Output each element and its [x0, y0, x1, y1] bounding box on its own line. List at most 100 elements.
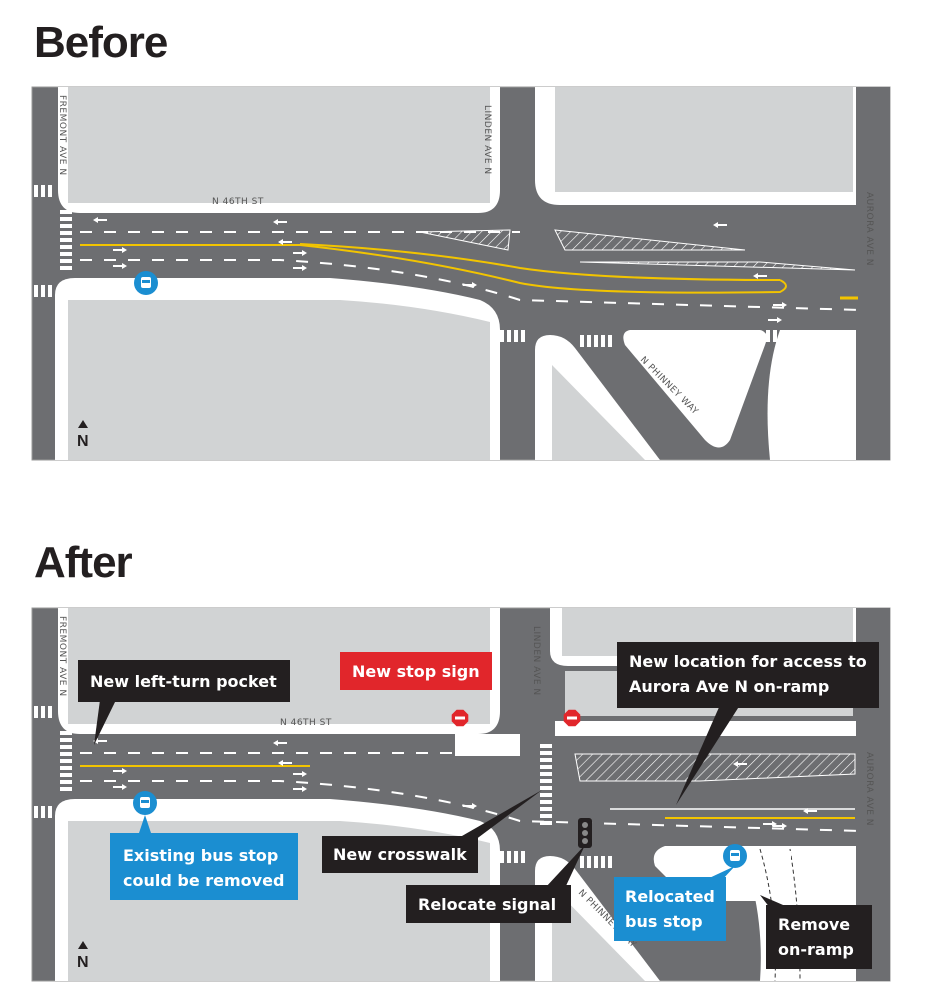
street-label-n46th: N 46TH ST — [280, 718, 332, 728]
callout-pointer — [760, 895, 790, 908]
crosswalk-stripe — [521, 851, 525, 863]
callout-new-stop-sign: New stop sign — [340, 652, 492, 690]
callout-text-line2: could be removed — [123, 871, 284, 890]
lane-arrow-icon — [293, 265, 307, 271]
crosswalk-stripe — [60, 259, 72, 263]
lane-arrow-icon — [113, 247, 127, 253]
crosswalk-stripe — [41, 706, 45, 718]
lane-arrow-icon — [278, 760, 292, 766]
north-arrow: N — [77, 420, 89, 450]
lane-arrow-icon — [113, 768, 127, 774]
bus-window — [731, 853, 739, 856]
lane-arrow-icon — [773, 823, 787, 829]
street-label-aurora: AURORA AVE N — [864, 752, 874, 826]
crosswalk-stripe — [540, 751, 552, 755]
callout-text-line2: Aurora Ave N on-ramp — [629, 677, 829, 696]
callout-pointer — [455, 790, 542, 840]
callout-text: New stop sign — [352, 662, 480, 681]
new-curb-extension — [555, 721, 856, 736]
callout-box — [614, 877, 726, 941]
lane-line — [80, 780, 861, 832]
lane-arrow-icon — [273, 219, 287, 225]
callout-pointer — [676, 705, 740, 805]
crosswalk-stripe — [780, 330, 784, 342]
crosswalk-stripe — [41, 285, 45, 297]
crosswalk-stripe — [48, 285, 52, 297]
crosswalk-stripe — [766, 851, 770, 863]
crosswalk-stripe — [60, 745, 72, 749]
lane-arrow-icon — [773, 302, 787, 308]
callout-box — [406, 885, 571, 923]
crosswalk-stripe — [60, 787, 72, 791]
north-label: N — [77, 954, 89, 971]
crosswalk-stripe — [587, 335, 591, 347]
callout-new-crosswalk: New crosswalk — [322, 790, 542, 873]
callout-text: New crosswalk — [333, 845, 467, 864]
lane-arrow-icon — [293, 771, 307, 777]
lane-arrow-icon — [763, 821, 777, 827]
signal-lamp — [582, 838, 588, 844]
callout-box — [340, 652, 492, 690]
hatched-area — [574, 753, 856, 782]
lane-arrow-icon — [113, 784, 127, 790]
lane-arrow-icon — [713, 222, 727, 228]
callout-text-line2: bus stop — [625, 912, 703, 931]
crosswalk-stripe — [60, 210, 72, 214]
crosswalk-stripe — [60, 773, 72, 777]
crosswalk-stripe — [48, 806, 52, 818]
crosswalk-stripe — [60, 731, 72, 735]
crosswalk-stripe — [60, 231, 72, 235]
callout-box — [617, 642, 879, 708]
north-arrow-icon — [78, 420, 88, 428]
lane-arrow-icon — [113, 263, 127, 269]
crosswalk-stripe — [60, 245, 72, 249]
callout-onramp-access: New location for access to Aurora Ave N … — [617, 642, 879, 805]
signal-lamp — [582, 830, 588, 836]
crosswalk-stripe — [540, 779, 552, 783]
crosswalk-stripe — [608, 856, 612, 868]
crosswalk-stripe — [773, 330, 777, 342]
crosswalk-stripe — [580, 335, 584, 347]
crosswalk-stripe — [601, 856, 605, 868]
callout-remove-onramp: Remove on-ramp — [760, 895, 872, 969]
crosswalk-stripe — [60, 266, 72, 270]
crosswalk-stripe — [514, 851, 518, 863]
crosswalk-stripe — [60, 217, 72, 221]
block-s — [552, 886, 645, 981]
lane-arrow-icon — [293, 250, 307, 256]
street-label-fremont: FREMONT AVE N — [57, 95, 67, 176]
lane-arrow-icon — [803, 808, 817, 814]
crosswalk-stripe — [500, 330, 504, 342]
crosswalk-stripe — [540, 744, 552, 748]
crosswalk-stripe — [34, 806, 38, 818]
crosswalk-stripe — [540, 786, 552, 790]
crosswalk-stripe — [601, 335, 605, 347]
crosswalk-stripe — [507, 330, 511, 342]
crosswalk-stripe — [60, 766, 72, 770]
crosswalk-stripe — [60, 780, 72, 784]
crosswalk-stripe — [540, 758, 552, 762]
lane-arrow-icon — [753, 273, 767, 279]
lane-arrow-icon — [273, 740, 287, 746]
street-label-linden: LINDEN AVE N — [482, 105, 492, 175]
curb-bulb — [455, 734, 520, 756]
crosswalk-stripe — [48, 706, 52, 718]
hatched-median — [579, 261, 856, 271]
signal-lamp — [582, 822, 588, 828]
callout-pointer — [138, 815, 152, 836]
street-label-linden: LINDEN AVE N — [531, 626, 541, 696]
callout-text-line1: Relocated — [625, 887, 715, 906]
crosswalk-stripe — [514, 330, 518, 342]
crosswalk-stripe — [48, 185, 52, 197]
crosswalk-stripe — [780, 851, 784, 863]
crosswalk-stripe — [34, 706, 38, 718]
crosswalk-stripe — [60, 738, 72, 742]
before-map — [31, 86, 891, 461]
callout-text-line2: on-ramp — [778, 940, 854, 959]
crosswalk-stripe — [587, 856, 591, 868]
crosswalk-stripe — [540, 772, 552, 776]
block-nw — [68, 87, 490, 203]
callout-pointer — [545, 845, 585, 888]
crosswalk-stripe — [507, 851, 511, 863]
